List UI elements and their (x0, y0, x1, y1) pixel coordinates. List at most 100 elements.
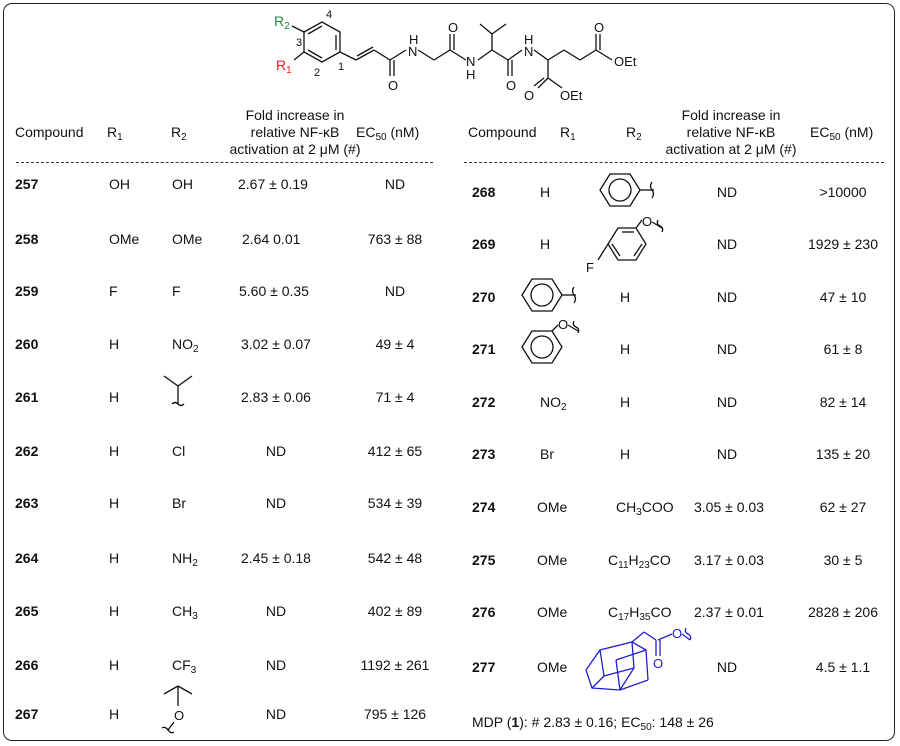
atom-o: O (558, 317, 568, 332)
fold-value: 3.17 ± 0.03 (694, 552, 764, 568)
r1-value: H (109, 495, 120, 511)
phenoxy-structure: O (521, 317, 580, 364)
r1-value: F (109, 283, 118, 299)
atom-h: H (466, 67, 475, 82)
ec50-value: 71 ± 4 (375, 389, 415, 405)
r2-value: CH3 (172, 603, 198, 622)
ec50-value: 542 ± 48 (367, 550, 423, 566)
fold-value: ND (716, 184, 738, 200)
fold-value: ND (265, 603, 287, 619)
compound-number: 274 (472, 499, 496, 515)
scaffold-r2: R2 (274, 13, 290, 32)
compound-number: 277 (472, 659, 496, 675)
r2-value: CF3 (172, 657, 197, 676)
scaffold-r1: R1 (276, 57, 292, 76)
atom-o: O (672, 626, 682, 641)
ec50-value: 795 ± 126 (363, 706, 427, 722)
fold-value: 2.45 ± 0.18 (241, 550, 311, 566)
r2-value: NH2 (172, 550, 198, 569)
atom-f: F (586, 260, 594, 275)
atom-oet: OEt (560, 88, 583, 103)
header-r2: R2 (626, 124, 642, 143)
r1-value: NO2 (540, 394, 567, 413)
ec50-value: 47 ± 10 (819, 289, 867, 305)
r2-value: Br (172, 495, 186, 511)
isopropoxy-structure: O (161, 685, 193, 734)
fluorophenoxy-structure: O F (586, 214, 664, 275)
compound-number: 264 (15, 550, 39, 566)
header-ec50: EC50 (nM) (810, 124, 874, 143)
r2-value: H (620, 341, 631, 357)
ec50-value: 763 ± 88 (367, 231, 423, 247)
r2-value: CH3COO (616, 499, 674, 518)
position-4: 4 (326, 9, 332, 21)
ec50-value: 30 ± 5 (823, 552, 863, 568)
atom-o: O (642, 214, 652, 229)
ec50-value: 62 ± 27 (819, 499, 867, 515)
mdp-footnote: MDP (1): # 2.83 ± 0.16; EC50: 148 ± 26 (472, 714, 714, 733)
atom-n: N (408, 44, 417, 59)
ec50-value: 402 ± 89 (367, 603, 423, 619)
header-divider-left (16, 162, 433, 163)
r1-value: H (109, 657, 120, 673)
r2-value: OMe (172, 231, 203, 247)
ec50-value: 534 ± 39 (367, 495, 423, 511)
fold-value: ND (716, 236, 738, 252)
compound-number: 270 (472, 289, 496, 305)
r1-value: H (109, 550, 120, 566)
fold-value: 2.64 0.01 (242, 231, 301, 247)
compound-number: 258 (15, 231, 39, 247)
fold-value: ND (265, 495, 287, 511)
phenyl-structure (521, 278, 577, 312)
r2-value: H (620, 289, 631, 305)
fold-value: 5.60 ± 0.35 (239, 283, 309, 299)
atom-o: O (174, 708, 184, 723)
fold-value: ND (716, 289, 738, 305)
ec50-value: >10000 (819, 184, 867, 200)
r1-value: H (540, 184, 551, 200)
ec50-value: ND (384, 283, 406, 299)
compound-number: 262 (15, 443, 39, 459)
position-2: 2 (314, 67, 320, 79)
r2-value: F (172, 283, 181, 299)
compound-number: 257 (15, 176, 39, 192)
header-divider-right (464, 162, 884, 163)
atom-n: N (524, 44, 533, 59)
ec50-value: 1929 ± 230 (808, 236, 878, 252)
header-fold-increase: Fold increase in relative NF-κB activati… (229, 107, 361, 157)
atom-o: O (388, 78, 398, 93)
compound-number: 269 (472, 236, 496, 252)
atom-oet: OEt (614, 54, 637, 69)
header-ec50: EC50 (nM) (356, 124, 420, 143)
r2-value: NO2 (172, 336, 199, 355)
atom-h: H (524, 32, 533, 47)
r2-value: C11H23CO (608, 552, 671, 571)
header-r1: R1 (560, 124, 576, 143)
compound-number: 259 (15, 283, 39, 299)
compound-number: 271 (472, 341, 496, 357)
atom-o: O (448, 20, 458, 35)
header-r2: R2 (171, 124, 187, 143)
position-3: 3 (296, 37, 302, 49)
r1-value: H (109, 603, 120, 619)
fold-value: 2.37 ± 0.01 (694, 604, 764, 620)
compound-number: 268 (472, 184, 496, 200)
ec50-value: 4.5 ± 1.1 (815, 659, 871, 675)
r2-value: H (620, 446, 631, 462)
atom-o: O (524, 88, 534, 103)
fold-value: ND (716, 446, 738, 462)
compound-number: 260 (15, 336, 39, 352)
header-fold-increase: Fold increase in relative NF-κB activati… (665, 107, 797, 157)
r1-value: H (109, 443, 120, 459)
ec50-value: 135 ± 20 (815, 446, 871, 462)
fold-value: ND (265, 657, 287, 673)
r2-value: C17H35CO (608, 604, 672, 623)
ec50-value: ND (384, 176, 406, 192)
ec50-value: 2828 ± 206 (808, 604, 878, 620)
ec50-value: 412 ± 65 (367, 443, 423, 459)
header-r1: R1 (107, 124, 123, 143)
compound-number: 261 (15, 389, 39, 405)
r1-value: H (109, 389, 120, 405)
r1-value: OMe (537, 552, 568, 568)
r1-value: H (540, 236, 551, 252)
